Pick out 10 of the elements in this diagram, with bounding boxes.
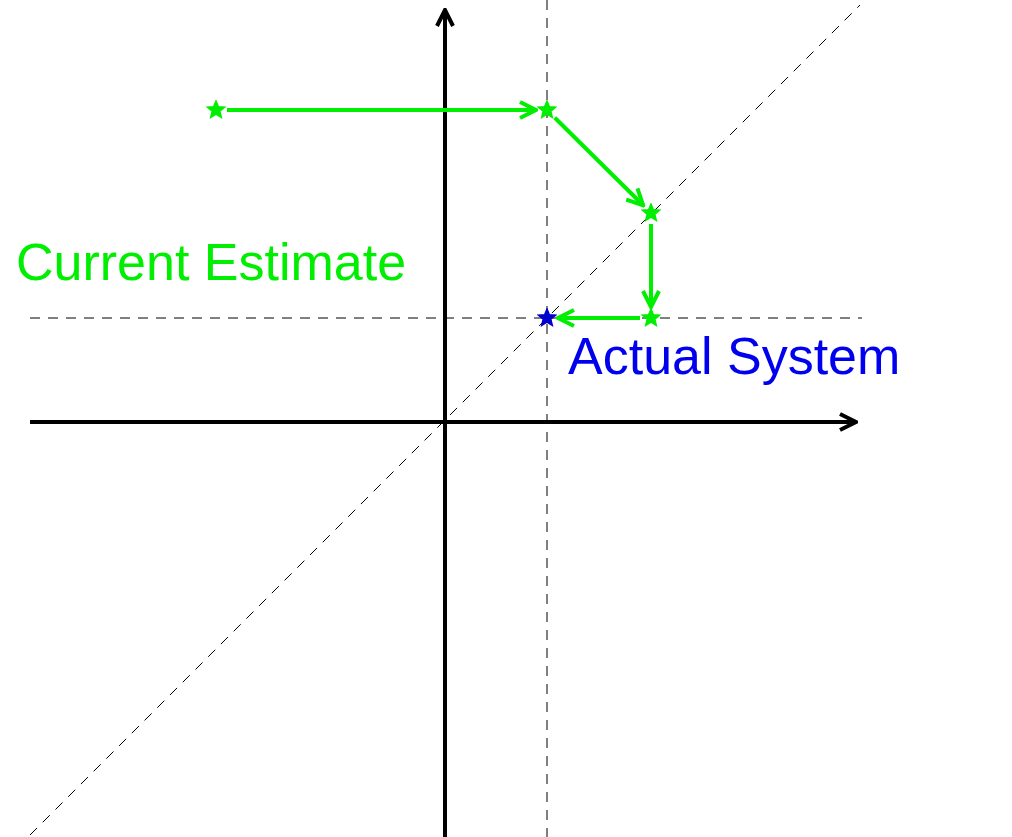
star-marker xyxy=(206,100,226,120)
chart-label: Current Estimate xyxy=(16,236,407,288)
arrow xyxy=(553,116,646,208)
star-marker xyxy=(641,308,661,328)
arrow xyxy=(227,100,538,120)
arrow xyxy=(641,224,661,309)
arrow xyxy=(556,308,640,328)
star-marker xyxy=(537,308,557,328)
star-marker xyxy=(537,100,557,120)
star-marker xyxy=(641,203,661,223)
